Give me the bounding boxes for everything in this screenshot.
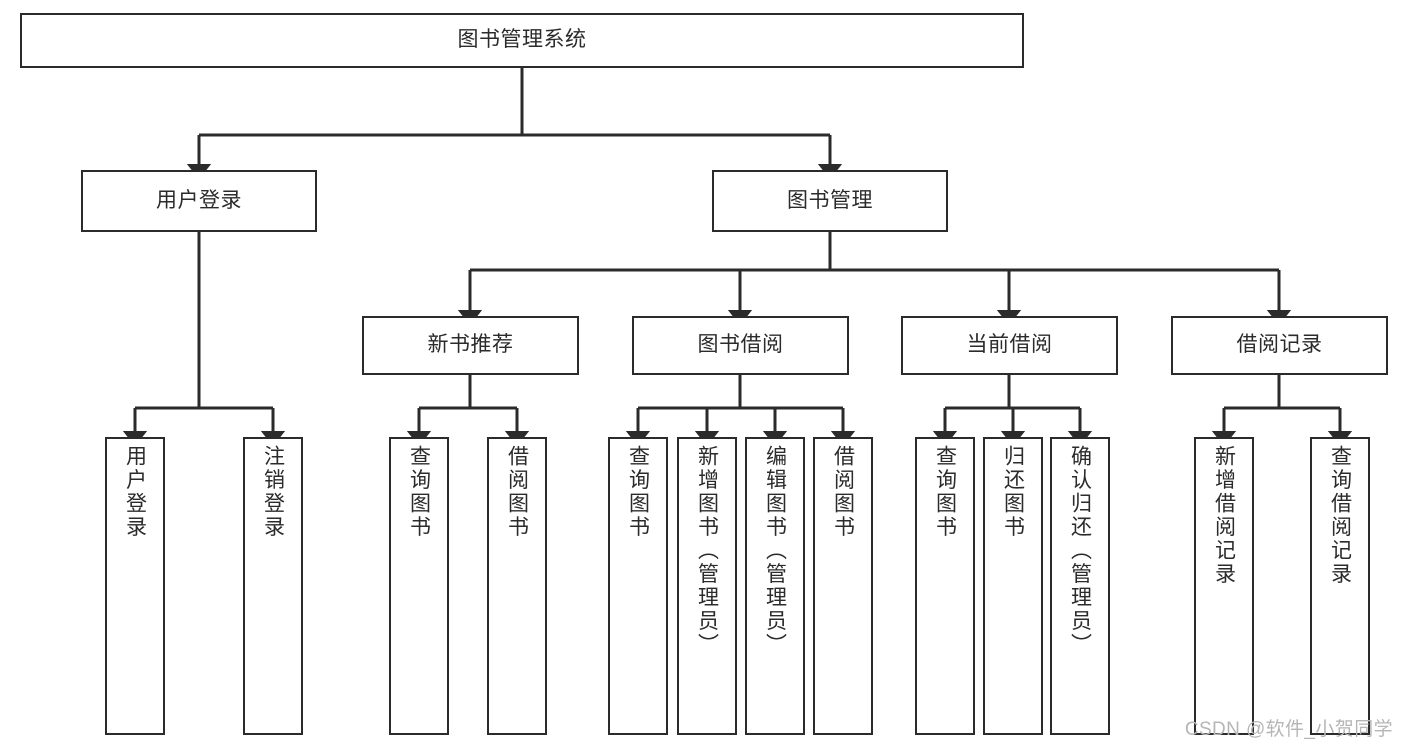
node-leaf-return-book[interactable]: 归还图书: [983, 437, 1043, 735]
node-leaf-confirm-return-label: 确认归还（管理员）: [1068, 445, 1092, 657]
node-leaf-return-book-label: 归还图书: [1001, 445, 1025, 539]
node-leaf-edit-book-label: 编辑图书（管理员）: [763, 445, 787, 657]
node-book-borrow-label: 图书借阅: [697, 333, 784, 357]
node-leaf-query-record[interactable]: 查询借阅记录: [1310, 437, 1370, 735]
node-leaf-add-book-label: 新增图书（管理员）: [695, 445, 719, 657]
node-user-login-label: 用户登录: [156, 188, 242, 212]
node-current-borrow-label: 当前借阅: [966, 333, 1053, 357]
node-book-manage-label: 图书管理: [787, 188, 873, 212]
node-current-borrow[interactable]: 当前借阅: [901, 316, 1118, 375]
node-leaf-add-record[interactable]: 新增借阅记录: [1194, 437, 1254, 735]
node-leaf-add-book[interactable]: 新增图书（管理员）: [677, 437, 737, 735]
node-new-book-recommend-label: 新书推荐: [427, 333, 514, 357]
node-leaf-query-book-2[interactable]: 查询图书: [608, 437, 668, 735]
node-leaf-borrow-book-2[interactable]: 借阅图书: [813, 437, 873, 735]
node-leaf-logout-login-label: 注销登录: [261, 445, 285, 539]
node-root[interactable]: 图书管理系统: [20, 13, 1024, 68]
node-leaf-edit-book[interactable]: 编辑图书（管理员）: [745, 437, 805, 735]
node-leaf-query-book-3[interactable]: 查询图书: [915, 437, 975, 735]
node-root-label: 图书管理系统: [457, 28, 587, 52]
node-leaf-query-book-3-label: 查询图书: [933, 445, 957, 539]
node-book-borrow[interactable]: 图书借阅: [632, 316, 849, 375]
csdn-watermark: CSDN @软件_小贺同学: [1184, 719, 1393, 740]
node-leaf-user-login[interactable]: 用户登录: [105, 437, 165, 735]
node-user-login[interactable]: 用户登录: [81, 170, 317, 232]
node-borrow-record[interactable]: 借阅记录: [1171, 316, 1388, 375]
node-leaf-query-book-1[interactable]: 查询图书: [389, 437, 449, 735]
node-leaf-query-book-2-label: 查询图书: [626, 445, 650, 539]
node-leaf-user-login-label: 用户登录: [123, 445, 147, 539]
node-leaf-confirm-return[interactable]: 确认归还（管理员）: [1050, 437, 1110, 735]
node-book-manage[interactable]: 图书管理: [712, 170, 948, 232]
node-leaf-add-record-label: 新增借阅记录: [1212, 445, 1236, 586]
node-borrow-record-label: 借阅记录: [1236, 333, 1323, 357]
node-new-book-recommend[interactable]: 新书推荐: [362, 316, 579, 375]
node-leaf-borrow-book-1[interactable]: 借阅图书: [487, 437, 547, 735]
node-leaf-borrow-book-1-label: 借阅图书: [505, 445, 529, 539]
node-leaf-logout-login[interactable]: 注销登录: [243, 437, 303, 735]
node-leaf-query-book-1-label: 查询图书: [407, 445, 431, 539]
node-leaf-query-record-label: 查询借阅记录: [1328, 445, 1352, 586]
node-leaf-borrow-book-2-label: 借阅图书: [831, 445, 855, 539]
